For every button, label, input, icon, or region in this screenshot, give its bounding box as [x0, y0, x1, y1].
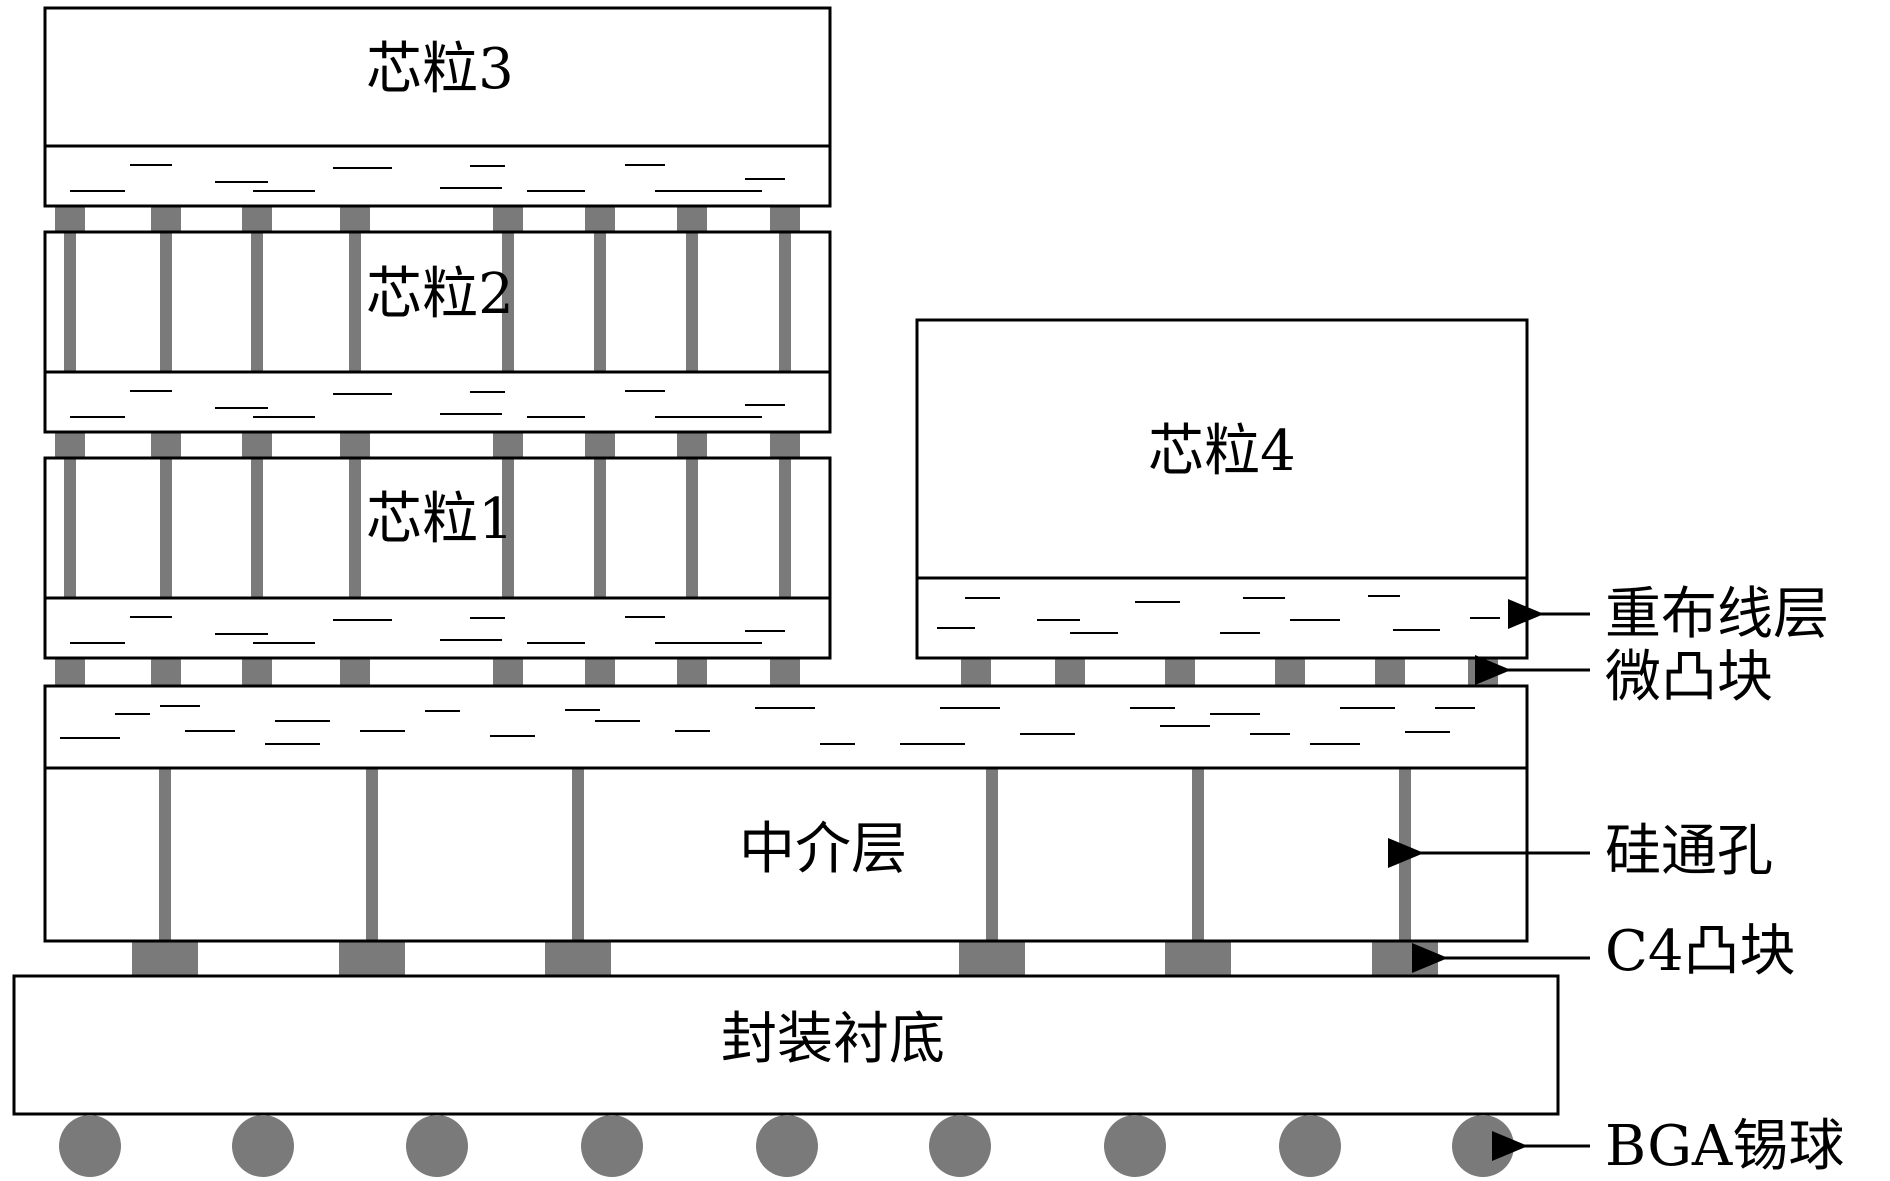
micro-bump-callout-label: 微凸块	[1605, 645, 1773, 710]
interposer-tsv	[986, 768, 998, 941]
micro-bump	[585, 658, 615, 686]
micro-bump	[585, 206, 615, 232]
bga-callout-label: BGA锡球	[1605, 1114, 1844, 1179]
micro-bump	[55, 206, 85, 232]
chip1-label: 芯粒1	[366, 487, 514, 552]
c4-bump	[959, 941, 1025, 976]
interposer-tsv	[1399, 768, 1411, 941]
bga-ball	[1104, 1115, 1166, 1177]
substrate-label: 封装衬底	[721, 1007, 945, 1072]
micro-bump	[242, 206, 272, 232]
chip3-rdl	[43, 144, 832, 208]
chip4-label: 芯粒4	[1148, 419, 1296, 484]
bga-ball	[1279, 1115, 1341, 1177]
interposer-rdl	[43, 684, 1529, 770]
c4-bump	[1165, 941, 1231, 976]
bga-ball	[756, 1115, 818, 1177]
micro-bump	[493, 432, 523, 458]
micro-bump	[585, 432, 615, 458]
chip-tsv	[251, 458, 263, 598]
bga-ball	[929, 1115, 991, 1177]
chip2-rdl	[43, 370, 832, 434]
micro-bump	[340, 658, 370, 686]
micro-bump	[677, 206, 707, 232]
c4-bump	[339, 941, 405, 976]
chip3-label: 芯粒3	[366, 37, 514, 102]
interposer-tsv	[159, 768, 171, 941]
bga-ball	[59, 1115, 121, 1177]
chip-tsv	[594, 458, 606, 598]
chip4-rdl	[915, 576, 1529, 660]
chip-tsv	[160, 458, 172, 598]
interposer-tsv	[366, 768, 378, 941]
micro-bump	[1468, 658, 1498, 686]
chip1-rdl	[43, 596, 832, 660]
micro-bump	[1055, 658, 1085, 686]
micro-bump	[55, 432, 85, 458]
interposer-tsv	[572, 768, 584, 941]
via-layer	[55, 206, 1498, 976]
chip-tsv	[594, 232, 606, 372]
chip-tsv	[349, 232, 361, 372]
micro-bump	[151, 658, 181, 686]
tsv-callout-label: 硅通孔	[1605, 819, 1773, 884]
micro-bump	[493, 206, 523, 232]
chip2-label: 芯粒2	[366, 262, 514, 327]
micro-bump	[1165, 658, 1195, 686]
micro-bump	[151, 206, 181, 232]
interposer-tsv	[1192, 768, 1204, 941]
c4-bump	[1372, 941, 1438, 976]
bga-ball	[1452, 1115, 1514, 1177]
micro-bump	[242, 658, 272, 686]
chip-tsv	[160, 232, 172, 372]
chip-tsv	[502, 232, 514, 372]
chip-tsv	[64, 458, 76, 598]
chip-tsv	[64, 232, 76, 372]
chip-tsv	[686, 458, 698, 598]
micro-bump	[770, 206, 800, 232]
micro-bump	[677, 658, 707, 686]
c4-bump	[545, 941, 611, 976]
bga-ball-layer	[59, 1115, 1514, 1177]
micro-bump	[55, 658, 85, 686]
bga-ball	[406, 1115, 468, 1177]
rdl-dash-layer	[60, 164, 1500, 745]
interposer-label: 中介层	[739, 817, 907, 882]
c4-bump-callout-label: C4凸块	[1605, 919, 1795, 984]
bga-ball	[581, 1115, 643, 1177]
chip-tsv	[349, 458, 361, 598]
bga-ball	[232, 1115, 294, 1177]
substrate-box	[12, 974, 1560, 1116]
chip-tsv	[686, 232, 698, 372]
chip-tsv	[779, 232, 791, 372]
chip-tsv	[779, 458, 791, 598]
micro-bump	[340, 432, 370, 458]
micro-bump	[961, 658, 991, 686]
micro-bump	[340, 206, 370, 232]
micro-bump	[242, 432, 272, 458]
micro-bump	[770, 658, 800, 686]
micro-bump	[677, 432, 707, 458]
micro-bump	[493, 658, 523, 686]
micro-bump	[770, 432, 800, 458]
micro-bump	[151, 432, 181, 458]
chip-tsv	[251, 232, 263, 372]
rdl-callout-label: 重布线层	[1605, 582, 1829, 647]
micro-bump	[1375, 658, 1405, 686]
chip-tsv	[502, 458, 514, 598]
c4-bump	[132, 941, 198, 976]
micro-bump	[1275, 658, 1305, 686]
